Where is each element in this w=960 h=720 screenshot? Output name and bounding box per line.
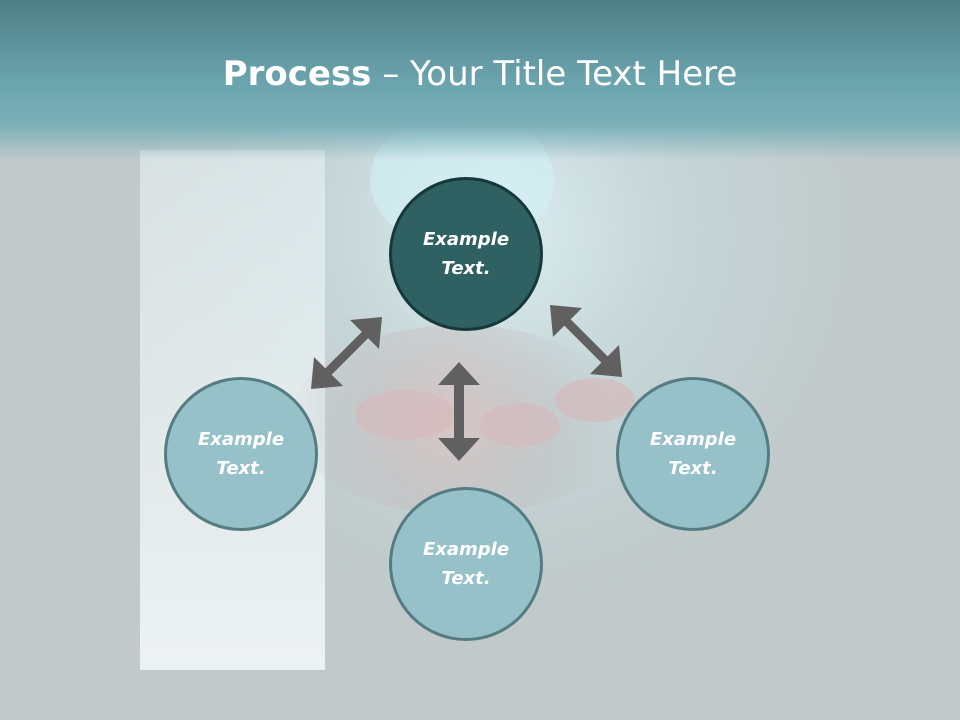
arrow-center-left (311, 317, 382, 389)
title-rest: – Your Title Text Here (371, 54, 738, 94)
node-right-text: Example Text. (649, 429, 737, 479)
node-center: Example Text. (389, 177, 543, 331)
slide-title: Process – Your Title Text Here (0, 50, 960, 98)
node-bottom-text: Example Text. (422, 539, 510, 589)
node-left-text: Example Text. (197, 429, 285, 479)
arrow-center-bottom (438, 362, 480, 461)
title-bold: Process (222, 54, 372, 94)
node-bottom: Example Text. (389, 487, 543, 641)
title-band (0, 0, 960, 160)
node-left: Example Text. (164, 377, 318, 531)
node-right: Example Text. (616, 377, 770, 531)
arrow-center-right (550, 305, 622, 377)
node-center-text: Example Text. (422, 229, 510, 279)
